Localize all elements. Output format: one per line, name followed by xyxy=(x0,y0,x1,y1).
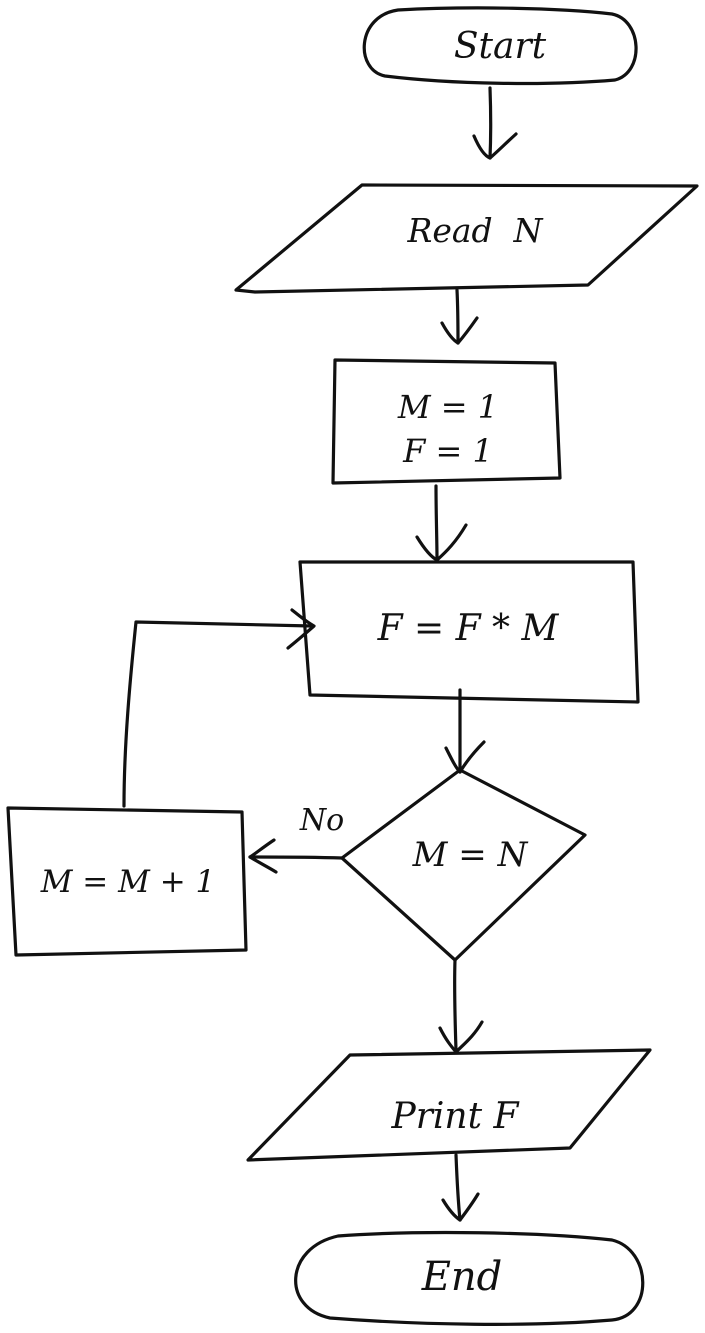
init-label-line-2: F = 1 xyxy=(402,432,493,470)
read-label: Read N xyxy=(406,211,543,250)
arrow-head xyxy=(472,132,518,160)
start-terminal-shape xyxy=(362,6,638,86)
init-label-line-1: M = 1 xyxy=(397,388,498,426)
node-decision: M = N xyxy=(340,768,587,962)
node-init: M = 1 F = 1 xyxy=(331,358,562,485)
arrow-shaft xyxy=(455,288,460,345)
arrow-head xyxy=(440,316,479,345)
edge-decision-print xyxy=(438,958,484,1054)
edge-multiply-decision xyxy=(444,688,486,774)
arrow-head xyxy=(415,523,468,562)
multiply-label: F = F * M xyxy=(377,608,560,649)
edge-print-end xyxy=(441,1153,480,1222)
edge-init-multiply xyxy=(415,484,468,562)
arrow-shaft xyxy=(488,86,493,160)
node-print: Print F xyxy=(246,1048,652,1162)
arrow-shaft xyxy=(434,484,439,562)
print-output-shape xyxy=(246,1048,652,1162)
init-process-shape xyxy=(331,358,562,485)
edge-read-init xyxy=(440,288,479,345)
end-label: End xyxy=(421,1254,503,1300)
multiply-process-shape xyxy=(298,560,640,704)
edge-decision-increment: No xyxy=(248,803,344,874)
arrow-shaft xyxy=(452,958,458,1052)
arrow-shaft xyxy=(248,855,344,860)
node-read: Read N xyxy=(234,183,699,294)
arrow-head xyxy=(441,1192,480,1222)
arrow-head xyxy=(286,608,316,650)
end-terminal-shape xyxy=(294,1230,645,1326)
edge-increment-multiply xyxy=(122,608,316,808)
edge-start-read xyxy=(472,86,518,160)
edge-label-no: No xyxy=(299,803,344,838)
start-label: Start xyxy=(454,26,547,67)
node-end: End xyxy=(294,1230,645,1326)
arrow-shaft xyxy=(454,1153,462,1222)
print-label: Print F xyxy=(390,1096,520,1137)
read-input-shape xyxy=(234,183,699,294)
node-increment: M = M + 1 xyxy=(6,806,248,957)
increment-process-shape xyxy=(6,806,248,957)
decision-label: M = N xyxy=(412,835,529,875)
arrow-head xyxy=(248,838,278,874)
loop-connector xyxy=(122,620,314,808)
increment-label: M = M + 1 xyxy=(40,864,216,900)
node-multiply: F = F * M xyxy=(298,560,640,704)
arrow-head xyxy=(438,1020,484,1054)
arrow-head xyxy=(444,740,486,774)
node-start: Start xyxy=(362,6,638,86)
